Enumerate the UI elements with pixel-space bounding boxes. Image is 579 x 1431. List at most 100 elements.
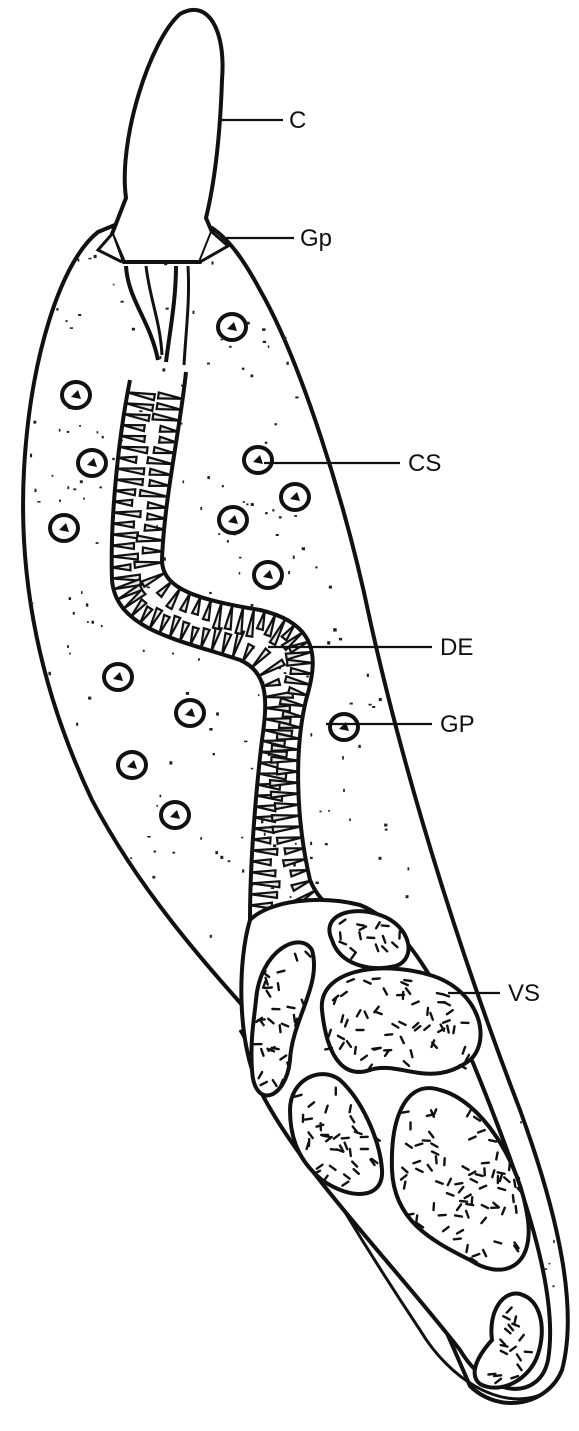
stipple-dot xyxy=(372,706,375,708)
stipple-dot xyxy=(327,641,330,644)
sperm-stroke xyxy=(294,1015,295,1022)
stipple-dot xyxy=(294,515,297,517)
label-c: C xyxy=(289,107,306,134)
stipple-dot xyxy=(242,869,244,872)
stipple-dot xyxy=(273,844,276,847)
stipple-dot xyxy=(94,255,97,258)
stipple-dot xyxy=(143,650,145,652)
stipple-dot xyxy=(379,857,382,860)
stipple-dot xyxy=(243,501,245,503)
stipple-dot xyxy=(37,501,40,503)
sperm-stroke xyxy=(513,1195,514,1202)
stipple-dot xyxy=(279,516,282,518)
sperm-stroke xyxy=(476,1174,483,1176)
stipple-dot xyxy=(139,410,142,412)
label-gp-lower: GP xyxy=(440,711,475,738)
stipple-dot xyxy=(227,540,229,542)
stipple-dot xyxy=(76,723,78,726)
stipple-dot xyxy=(311,733,313,736)
label-cs: CS xyxy=(408,450,441,477)
sperm-stroke xyxy=(350,1149,351,1156)
stipple-dot xyxy=(220,856,223,859)
stipple-dot xyxy=(244,741,247,743)
sperm-stroke xyxy=(280,1025,281,1032)
stipple-dot xyxy=(384,824,387,827)
stipple-dot xyxy=(78,259,80,262)
sperm-stroke xyxy=(514,1180,515,1187)
stipple-dot xyxy=(112,458,115,460)
stipple-dot xyxy=(81,591,83,594)
stipple-dot xyxy=(164,557,166,560)
stipple-dot xyxy=(375,640,377,642)
stipple-dot xyxy=(379,698,382,701)
stipple-dot xyxy=(228,860,231,862)
stipple-dot xyxy=(59,429,61,432)
stipple-dot xyxy=(67,431,70,433)
stipple-dot xyxy=(113,284,115,286)
stipple-dot xyxy=(56,308,58,311)
stipple-dot xyxy=(86,603,88,606)
vesicula-seminalis xyxy=(241,900,550,1389)
stipple-dot xyxy=(66,320,68,322)
sperm-stroke xyxy=(278,971,285,973)
sperm-stroke xyxy=(434,1203,435,1210)
stipple-dot xyxy=(246,503,248,505)
stipple-dot xyxy=(329,586,332,589)
stipple-dot xyxy=(293,556,295,559)
sperm-stroke xyxy=(453,1026,454,1033)
stipple-dot xyxy=(35,489,37,492)
stipple-dot xyxy=(162,368,165,371)
stipple-dot xyxy=(102,436,104,439)
sperm-stroke xyxy=(382,925,389,926)
sperm-stroke xyxy=(350,1105,351,1112)
stipple-dot xyxy=(261,820,263,823)
stipple-dot xyxy=(154,851,157,853)
sperm-stroke xyxy=(525,1352,532,1353)
stipple-dot xyxy=(264,833,266,836)
stipple-dot xyxy=(385,829,388,831)
stipple-dot xyxy=(59,500,61,503)
sperm-stroke xyxy=(355,1047,356,1054)
sperm-stroke xyxy=(331,1149,338,1150)
stipple-dot xyxy=(251,503,254,506)
stipple-dot xyxy=(67,486,69,489)
stipple-dot xyxy=(239,557,242,559)
stipple-dot xyxy=(310,842,312,845)
stipple-dot xyxy=(275,423,278,425)
stipple-dot xyxy=(152,876,155,879)
stipple-dot xyxy=(67,645,69,648)
stipple-dot xyxy=(172,653,174,655)
sperm-stroke xyxy=(488,1374,495,1375)
stipple-dot xyxy=(96,542,99,544)
stipple-dot xyxy=(183,480,185,483)
stipple-dot xyxy=(258,694,260,696)
stipple-dot xyxy=(251,604,254,607)
stipple-dot xyxy=(30,454,32,458)
sperm-stroke xyxy=(404,1182,405,1189)
stipple-dot xyxy=(302,547,305,550)
stipple-dot xyxy=(156,805,158,807)
stipple-dot xyxy=(166,308,169,310)
stipple-dot xyxy=(83,498,85,500)
sperm-stroke xyxy=(416,1216,417,1223)
sperm-stroke xyxy=(439,1215,446,1216)
sperm-stroke xyxy=(340,933,341,940)
stipple-dot xyxy=(342,756,344,760)
stipple-dot xyxy=(213,753,215,755)
sperm-stroke xyxy=(516,1206,517,1213)
sperm-stroke xyxy=(407,1214,414,1215)
stipple-dot xyxy=(286,362,288,365)
stipple-dot xyxy=(33,421,36,424)
stipple-dot xyxy=(369,704,372,706)
stipple-dot xyxy=(333,628,337,631)
stipple-dot xyxy=(520,1121,522,1123)
stipple-dot xyxy=(295,396,298,398)
stipple-dot xyxy=(186,692,189,695)
sperm-stroke xyxy=(460,1201,467,1202)
sperm-stroke xyxy=(427,1008,428,1015)
stipple-dot xyxy=(221,339,223,341)
stipple-dot xyxy=(92,621,95,624)
sperm-stroke xyxy=(305,1119,312,1120)
stipple-dot xyxy=(160,795,162,798)
